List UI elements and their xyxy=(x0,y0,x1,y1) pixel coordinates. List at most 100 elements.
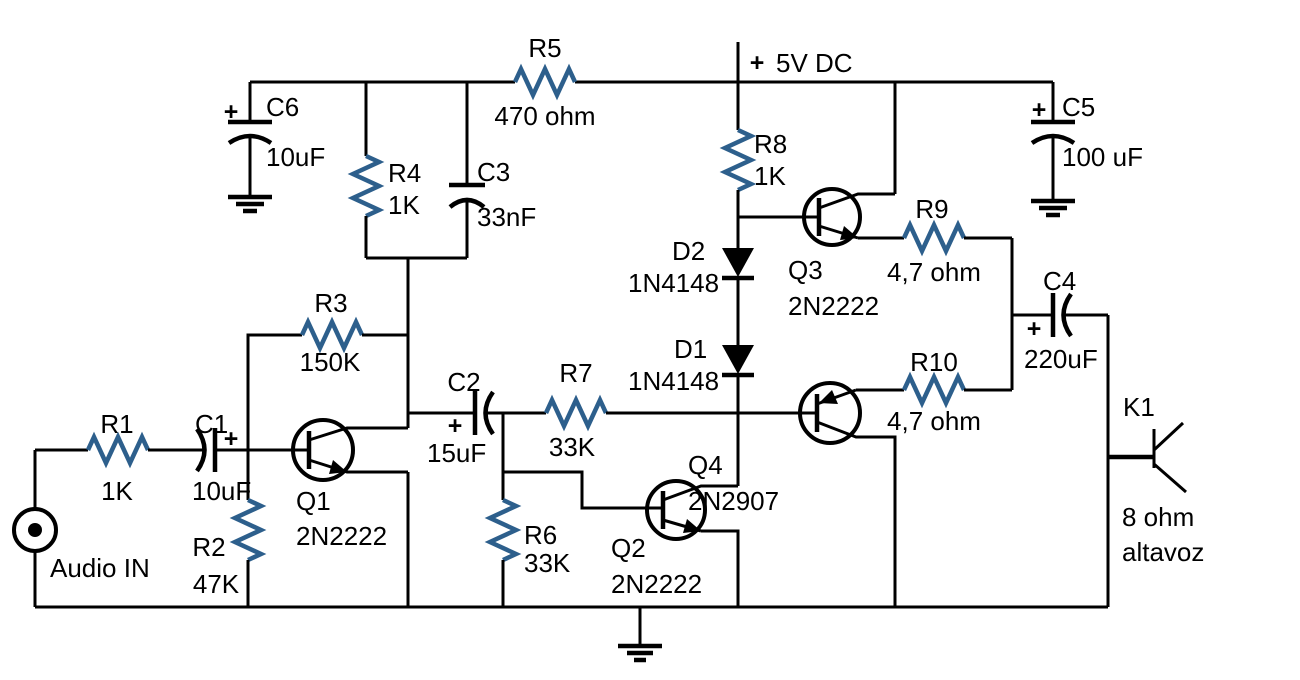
r7-ref: R7 xyxy=(559,358,592,388)
capacitor-icon xyxy=(195,427,207,473)
resistor-R6: R6 33K xyxy=(484,413,571,607)
c5-plus: + xyxy=(1032,96,1047,124)
transistor-Q1: Q1 2N2222 xyxy=(291,418,410,607)
c2-plus: + xyxy=(448,412,463,440)
supply-plus: + xyxy=(750,49,765,77)
npn-transistor-icon xyxy=(291,418,355,482)
audio-in-label: Audio IN xyxy=(50,553,150,583)
q1-ref: Q1 xyxy=(296,486,331,516)
r4-c3-junction xyxy=(366,256,467,428)
capacitor-C2: C2 + 15uF xyxy=(408,367,546,468)
resistor-R2: R2 47K xyxy=(192,450,267,607)
ground-icon xyxy=(618,643,662,663)
d1-value: 1N4148 xyxy=(628,366,719,396)
emitter-arrow xyxy=(819,390,838,404)
resistor-R3: R3 150K xyxy=(246,288,408,450)
r9-ref: R9 xyxy=(915,194,948,224)
c1-plus: + xyxy=(224,425,239,453)
resistor-icon xyxy=(85,431,151,469)
resistor-R4: R4 1K xyxy=(347,82,421,258)
d2-value: 1N4148 xyxy=(628,268,719,298)
capacitor-C3: C3 33nF xyxy=(448,82,536,258)
k1-value-2: altavoz xyxy=(1122,537,1204,567)
resistor-icon xyxy=(719,127,757,193)
capacitor-C5: + C5 100 uF xyxy=(1030,82,1143,218)
npn-transistor-icon xyxy=(645,479,707,541)
ground-icon xyxy=(1031,198,1075,218)
c6-value: 10uF xyxy=(266,142,325,172)
resistor-icon xyxy=(543,394,609,432)
center-ground xyxy=(618,607,662,663)
d2-ref: D2 xyxy=(672,236,705,266)
r5-value: 470 ohm xyxy=(494,101,595,131)
resistor-icon xyxy=(901,371,967,409)
q1-value: 2N2222 xyxy=(296,521,387,551)
r8-ref: R8 xyxy=(754,129,787,159)
supply-label: + 5V DC xyxy=(750,48,853,78)
c6-ref: C6 xyxy=(266,92,299,122)
resistor-icon xyxy=(299,316,365,354)
diode-icon xyxy=(722,345,754,374)
resistor-icon xyxy=(901,219,967,257)
r7-value: 33K xyxy=(549,432,596,462)
resistor-icon xyxy=(347,153,385,219)
c4-ref: C4 xyxy=(1043,266,1076,296)
c5-ref: C5 xyxy=(1062,92,1095,122)
diode-icon xyxy=(722,248,754,277)
c6-plus: + xyxy=(224,98,239,126)
r6-ref: R6 xyxy=(524,520,557,550)
resistor-R7: R7 33K xyxy=(543,358,817,462)
r6-value: 33K xyxy=(524,548,571,578)
r1-value: 1K xyxy=(101,476,133,506)
q3-ref: Q3 xyxy=(788,255,823,285)
c4-plus: + xyxy=(1027,315,1042,343)
r4-ref: R4 xyxy=(388,158,421,188)
c3-ref: C3 xyxy=(477,157,510,187)
c3-value: 33nF xyxy=(477,202,536,232)
transistor-Q3: Q3 2N2222 xyxy=(738,187,904,321)
r9-value: 4,7 ohm xyxy=(887,257,981,287)
resistor-icon xyxy=(512,63,578,101)
resistor-icon xyxy=(484,497,522,563)
resistor-R8: R8 1K xyxy=(719,82,787,217)
r2-ref: R2 xyxy=(192,532,225,562)
r3-value: 150K xyxy=(300,347,361,377)
c4-value: 220uF xyxy=(1024,344,1098,374)
power-rail xyxy=(250,42,1053,194)
supply-voltage: 5V DC xyxy=(776,48,853,78)
q3-value: 2N2222 xyxy=(788,291,879,321)
q2-value: 2N2222 xyxy=(611,569,702,599)
r10-value: 4,7 ohm xyxy=(887,406,981,436)
capacitor-C1: C1 + 10uF xyxy=(192,409,309,506)
r3-ref: R3 xyxy=(314,288,347,318)
d1-ref: D1 xyxy=(674,334,707,364)
resistor-R9: R9 4,7 ohm xyxy=(887,194,1012,287)
diode-D1: D1 1N4148 xyxy=(628,334,754,486)
c2-value: 15uF xyxy=(427,438,486,468)
r8-value: 1K xyxy=(754,161,786,191)
resistor-icon xyxy=(229,497,267,563)
transistor-Q4: Q4 2N2907 xyxy=(688,381,897,607)
audio-input-jack: Audio IN xyxy=(12,450,150,607)
q2-ref: Q2 xyxy=(611,533,646,563)
k1-ref: K1 xyxy=(1123,392,1155,422)
r1-ref: R1 xyxy=(100,409,133,439)
ground-icon xyxy=(228,194,272,214)
capacitor-C6: + C6 10uF xyxy=(224,82,325,214)
emitter-arrow xyxy=(683,519,701,533)
r2-value: 47K xyxy=(193,569,240,599)
npn-transistor-icon xyxy=(802,187,862,247)
c1-value: 10uF xyxy=(192,476,251,506)
c5-value: 100 uF xyxy=(1062,142,1143,172)
c1-ref: C1 xyxy=(195,409,228,439)
resistor-R1: R1 1K xyxy=(35,409,204,506)
c2-ref: C2 xyxy=(447,367,480,397)
transistor-Q2: Q2 2N2222 xyxy=(503,470,740,607)
audio-jack-icon xyxy=(12,507,58,553)
emitter-arrow xyxy=(329,460,347,474)
diode-D2: D2 1N4148 xyxy=(628,217,754,345)
resistor-R5: R5 470 ohm xyxy=(494,33,595,131)
r10-ref: R10 xyxy=(910,347,958,377)
emitter-arrow xyxy=(840,226,858,240)
